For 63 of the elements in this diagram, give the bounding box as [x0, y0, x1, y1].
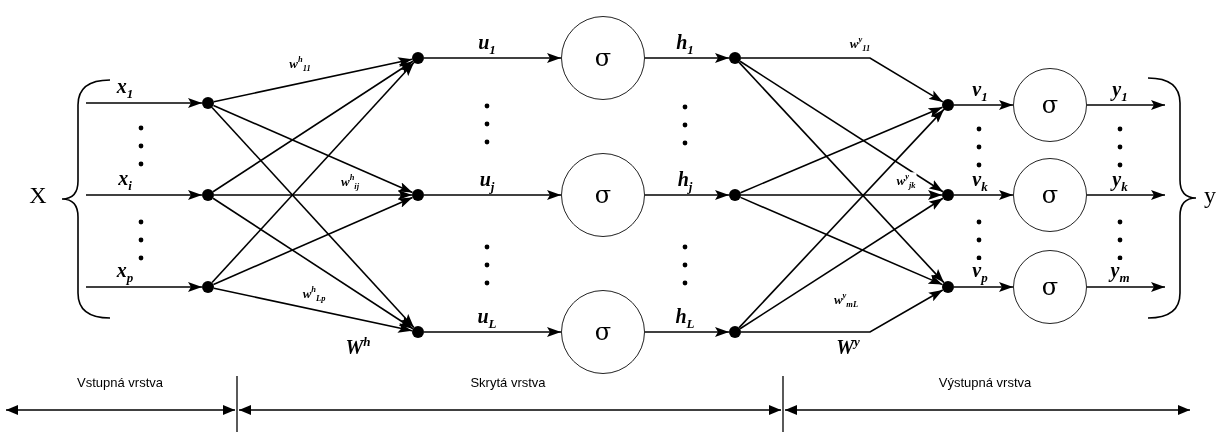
edge-label: h$_{1}$ — [675, 32, 695, 56]
arrow — [85, 282, 203, 292]
edge-label: h$_{j}$ — [676, 169, 694, 193]
arrow — [211, 106, 415, 329]
arrow — [953, 100, 1014, 110]
arrow — [740, 289, 944, 333]
arrow — [953, 282, 1014, 292]
arrow — [738, 108, 945, 329]
neuron-dot — [942, 189, 954, 201]
arrow — [212, 196, 414, 286]
arrow — [739, 197, 944, 330]
activation-symbol: σ — [594, 183, 612, 207]
activation-symbol: σ — [1041, 93, 1059, 117]
activation-symbol: σ — [594, 46, 612, 70]
neuron-dot — [729, 326, 741, 338]
arrow — [423, 53, 562, 63]
arrow — [213, 190, 413, 200]
arrow — [953, 190, 1014, 200]
neuron-dot — [412, 52, 424, 64]
arrow — [423, 327, 562, 337]
arrow — [211, 61, 415, 284]
layer-label: Skrytá vrstva — [468, 375, 548, 389]
neuron-dot — [412, 326, 424, 338]
arrow — [740, 190, 943, 200]
arrow — [212, 60, 414, 193]
activation-symbol: σ — [1041, 275, 1059, 299]
layer-label: Výstupná vrstva — [936, 375, 1034, 389]
arrow — [644, 53, 730, 63]
arrow — [1086, 190, 1166, 200]
arrow — [212, 197, 414, 330]
edge-label: v$_{p}$ — [971, 260, 989, 284]
edge-label: y$_{m}$ — [1109, 260, 1131, 284]
neuron-dot — [202, 189, 214, 201]
activation-symbol: σ — [1041, 183, 1059, 207]
arrow — [85, 190, 203, 200]
weight-matrix-label: W$^{h}$ — [345, 335, 371, 357]
layer-label: Vstupná vrstva — [75, 375, 165, 389]
arrow — [738, 61, 945, 284]
arrow — [740, 57, 944, 103]
vector-label: y — [1204, 183, 1216, 207]
activation-symbol: σ — [594, 320, 612, 344]
arrow — [739, 60, 944, 193]
arrow — [739, 106, 944, 194]
arrow — [644, 190, 730, 200]
neuron-dot — [942, 99, 954, 111]
arrow — [1086, 282, 1166, 292]
arrow — [1086, 100, 1166, 110]
arrow — [212, 104, 414, 194]
arrow — [644, 327, 730, 337]
arrow — [85, 98, 203, 108]
edge-label: h$_{L}$ — [674, 306, 696, 330]
neuron-dot — [202, 281, 214, 293]
weight-matrix-label: W$^{y}$ — [836, 335, 860, 357]
neuron-dot — [729, 52, 741, 64]
neuron-dot — [202, 97, 214, 109]
neuron-dot — [412, 189, 424, 201]
vector-label: X — [29, 183, 47, 207]
neuron-dot — [942, 281, 954, 293]
arrow — [423, 190, 562, 200]
arrow — [213, 287, 413, 333]
arrow — [739, 196, 944, 286]
arrow — [213, 57, 413, 103]
neuron-dot — [729, 189, 741, 201]
